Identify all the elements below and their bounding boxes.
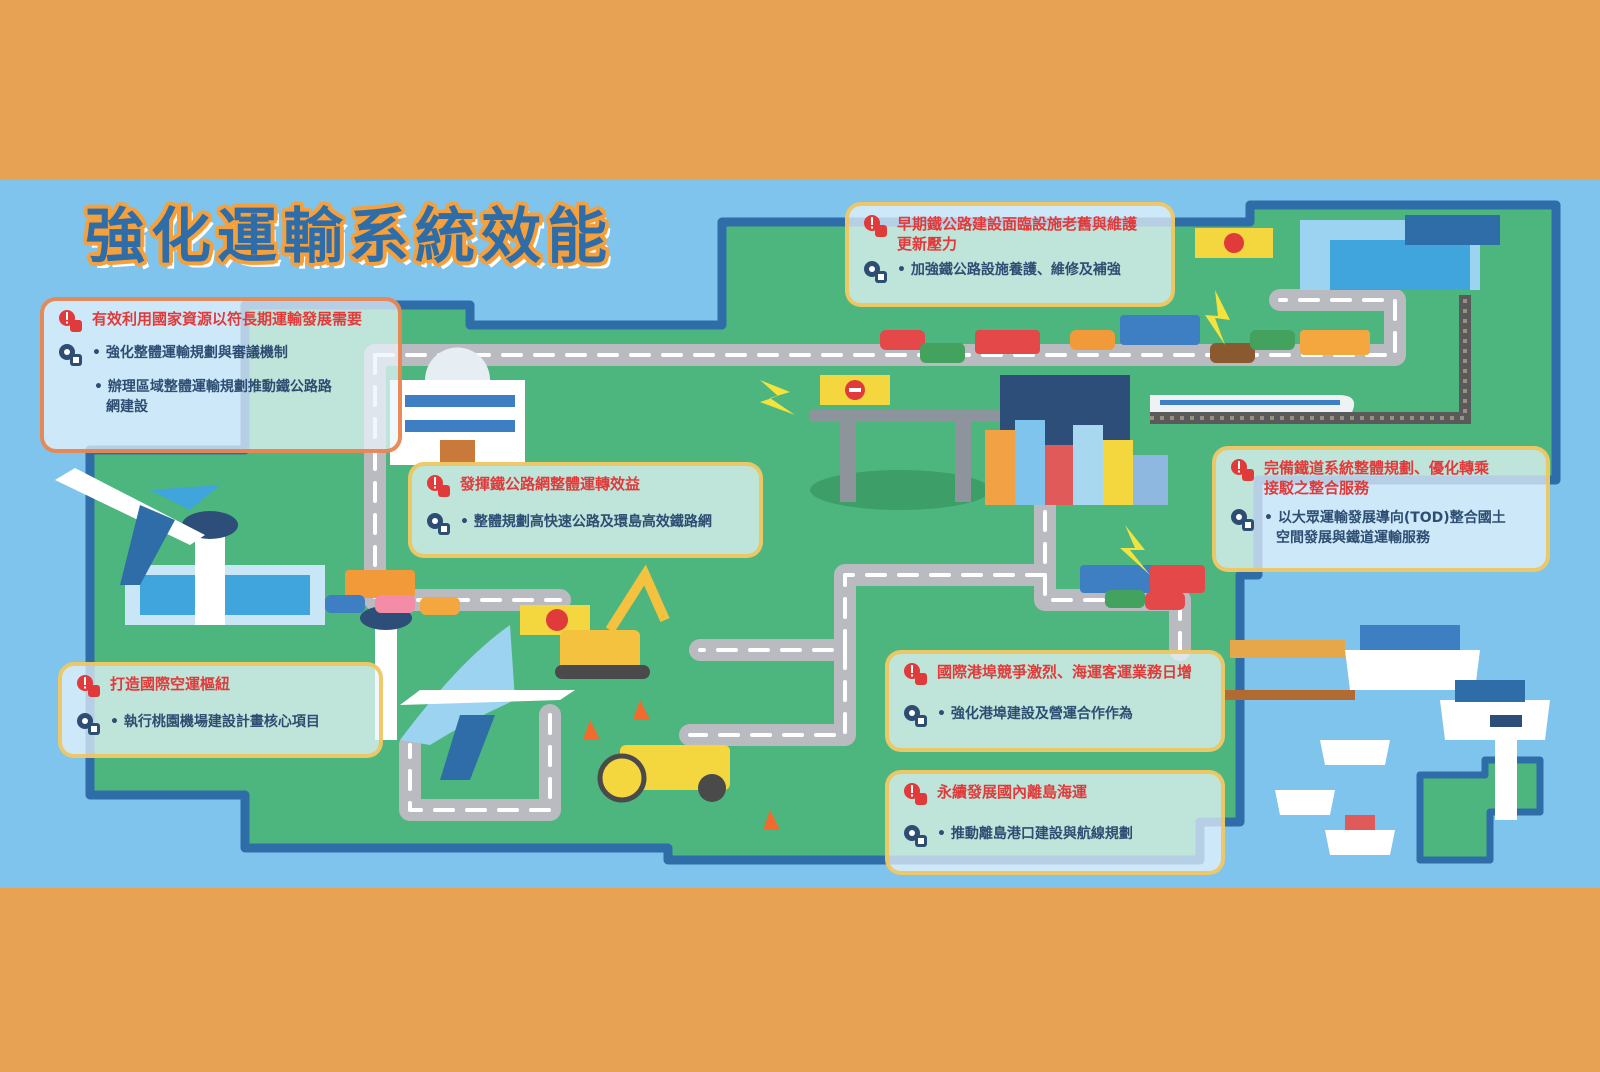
gear-badge-icon [864, 261, 887, 283]
box-island-shipping: 永續發展國內離島海運 推動離島港口建設與航線規劃 [885, 770, 1225, 875]
issue-text: 有效利用國家資源以符長期運輸發展需要 [92, 310, 363, 328]
issue-text: 早期鐵公路建設面臨設施老舊與維護 [897, 215, 1138, 233]
gear-badge-icon [904, 825, 927, 847]
issue-text-continued: 更新壓力 [897, 235, 958, 253]
box-port-competition: 國際港埠競爭激烈、海運客運業務日增 強化港埠建設及營運合作作為 [885, 650, 1225, 752]
issue-text: 發揮鐵公路網整體運轉效益 [460, 475, 641, 493]
gear-badge-icon [904, 705, 927, 727]
solution-text: 強化整體運輸規劃與審議機制 [92, 343, 288, 363]
elevated-highway [810, 375, 1010, 510]
spark-marks [760, 290, 1230, 575]
solution-text: 以大眾運輸發展導向(TOD)整合國土 [1264, 508, 1506, 528]
gear-badge-icon [59, 344, 82, 366]
box-national-resources: 有效利用國家資源以符長期運輸發展需要 強化整體運輸規劃與審議機制 辦理區域整體運… [40, 297, 402, 453]
issue-text-continued: 接駁之整合服務 [1264, 479, 1370, 497]
box-air-hub: 打造國際空運樞紐 執行桃園機場建設計畫核心項目 [58, 662, 383, 758]
solution-text: 辦理區域整體運輸規劃推動鐵公路路 [58, 377, 384, 397]
railway [1150, 295, 1471, 424]
bottom-banner [0, 888, 1600, 1072]
exclamation-badge-icon [904, 663, 927, 685]
solution-text: 推動離島港口建設與航線規劃 [937, 824, 1133, 844]
construction-machinery [520, 564, 780, 830]
top-banner [0, 0, 1600, 180]
exclamation-badge-icon [59, 310, 82, 332]
solution-text: 執行桃園機場建設計畫核心項目 [110, 712, 320, 732]
exclamation-badge-icon [864, 215, 887, 237]
solution-text: 整體規劃高快速公路及環島高效鐵路網 [460, 512, 712, 532]
gear-badge-icon [1231, 509, 1254, 531]
exclamation-badge-icon [1231, 459, 1254, 481]
solution-text: 加強鐵公路設施養護、維修及補強 [897, 260, 1121, 280]
government-building [390, 347, 525, 465]
exclamation-badge-icon [427, 475, 450, 497]
train-station [1195, 215, 1500, 290]
solution-text-continued: 網建設 [106, 399, 148, 415]
box-network-efficiency: 發揮鐵公路網整體運轉效益 整體規劃高快速公路及環島高效鐵路網 [408, 462, 763, 558]
traffic-cars-lower [325, 565, 1205, 615]
box-aging-infrastructure: 早期鐵公路建設面臨設施老舊與維護 更新壓力 加強鐵公路設施養護、維修及補強 [845, 202, 1175, 307]
harbor-and-ships [1225, 625, 1550, 855]
issue-text: 永續發展國內離島海運 [937, 783, 1088, 801]
airport-terminal [55, 468, 325, 625]
issue-text: 完備鐵道系統整體規劃、優化轉乘 [1264, 459, 1490, 477]
issue-text: 國際港埠競爭激烈、海運客運業務日增 [937, 663, 1193, 681]
solution-text-continued: 空間發展與鐵道運輸服務 [1276, 530, 1430, 546]
issue-text: 打造國際空運樞紐 [110, 675, 231, 693]
exclamation-badge-icon [77, 675, 100, 697]
city-buildings [985, 375, 1168, 505]
exclamation-badge-icon [904, 783, 927, 805]
gear-badge-icon [77, 713, 100, 735]
solution-text: 強化港埠建設及營運合作作為 [937, 704, 1133, 724]
page-title: 強化運輸系統效能 [85, 202, 613, 272]
gear-badge-icon [427, 513, 450, 535]
airport-control-tower [360, 606, 575, 780]
traffic-cars-top [880, 315, 1370, 363]
box-rail-integration: 完備鐵道系統整體規劃、優化轉乘 接駁之整合服務 以大眾運輸發展導向(TOD)整合… [1212, 446, 1550, 572]
